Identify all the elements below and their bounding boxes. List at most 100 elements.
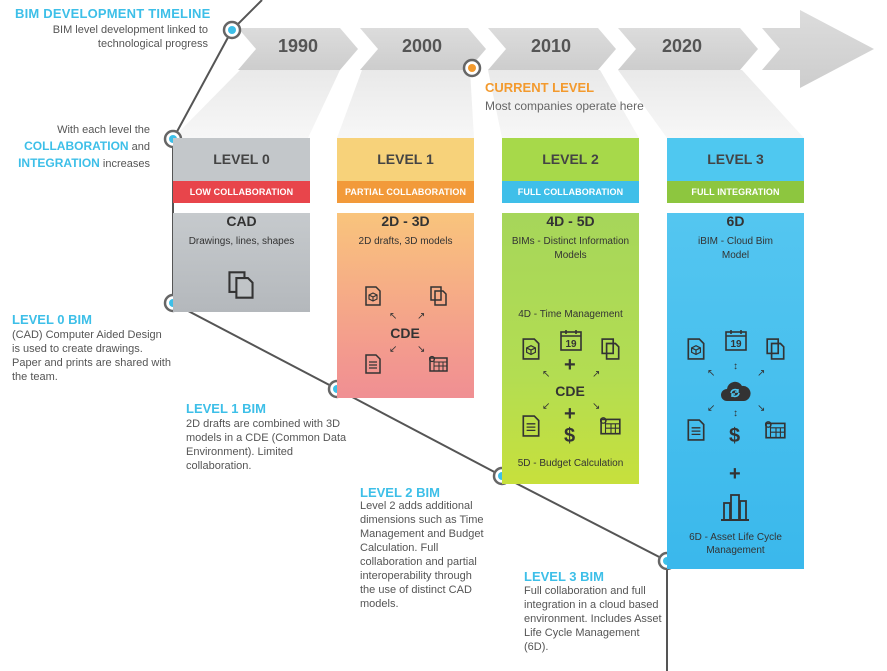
ribbon-level-3: [618, 70, 804, 138]
arrow-se-icon: ↘: [592, 401, 601, 412]
level-0-bim-text: (CAD) Computer Aided Design is used to c…: [12, 329, 171, 383]
level-2-card: LEVEL 2 FULL COLLABORATION 4D - 5D BIMs …: [502, 138, 639, 484]
dollar-icon: $: [729, 425, 741, 447]
level-1-card: LEVEL 1 PARTIAL COLLABORATION 2D - 3D 2D…: [337, 138, 474, 398]
year-2000: 2000: [401, 36, 443, 56]
level-3-card: LEVEL 3 FULL INTEGRATION 6D iBIM - Cloud…: [667, 138, 804, 569]
blueprint-icon: [600, 415, 622, 437]
arrow-head: [762, 10, 874, 88]
level-3-desc: iBIM - Cloud Bim Model: [697, 236, 773, 261]
level-1-bim-text: 2D drafts are combined with 3D models in…: [186, 418, 347, 472]
level-0-dimension: CAD: [226, 213, 257, 229]
level-2-time-label: 4D - Time Management: [518, 309, 623, 320]
documents-icon: [429, 286, 449, 306]
level-3-bim-text: Full collaboration and full integration …: [524, 585, 662, 653]
level-3-tag: FULL INTEGRATION: [667, 181, 804, 203]
calendar-day: 19: [565, 339, 577, 350]
year-2020: 2020: [661, 36, 703, 56]
chevron-1990: [238, 28, 358, 70]
plus-icon: +: [564, 403, 576, 425]
documents-icon: [600, 338, 622, 360]
collab-note-word2: INTEGRATION: [18, 156, 100, 170]
level-2-bim-title: LEVEL 2 BIM: [360, 485, 440, 500]
calendar-icon: 19: [725, 329, 747, 351]
timeline-line: [172, 0, 668, 671]
arrow-sw-icon: ↙: [542, 401, 551, 412]
level-2-dimension: 4D - 5D: [546, 213, 595, 229]
arrow-ns-icon: ↕: [733, 408, 738, 419]
document-icon: [520, 415, 542, 437]
collab-note-word1: COLLABORATION: [24, 139, 129, 153]
arrow-nw-icon: ↖: [389, 311, 398, 322]
plus-icon: +: [564, 354, 576, 376]
documents-icon: [227, 270, 255, 300]
page-subtitle: BIM level development linked to technolo…: [52, 24, 208, 50]
plus-icon: +: [729, 463, 741, 485]
level-1-cde: CDE: [390, 325, 420, 341]
chevron-2000: [360, 28, 486, 70]
level-0-tag: LOW COLLABORATION: [173, 181, 310, 203]
level-1-bim-title: LEVEL 1 BIM: [186, 401, 266, 416]
collab-note-suffix: increases: [102, 158, 150, 170]
arrow-ne-icon: ↗: [417, 311, 426, 322]
level-0-card: LEVEL 0 LOW COLLABORATION CAD Drawings, …: [173, 138, 310, 312]
cube-document-icon: [685, 338, 707, 360]
year-1990: 1990: [277, 36, 319, 56]
calendar-day: 19: [730, 339, 742, 350]
timeline-node-top: [222, 20, 242, 40]
level-1-tag: PARTIAL COLLABORATION: [337, 181, 474, 203]
ribbon-level-0: [173, 70, 340, 138]
chevron-2010: [488, 28, 616, 70]
current-level-text: Most companies operate here: [485, 99, 644, 113]
arrow-sw-icon: ↙: [707, 403, 716, 414]
current-level-node: [462, 58, 482, 78]
level-3-body: 6D iBIM - Cloud Bim Model 19 ↖ ↕ ↗ ↙ ↕ ↘…: [667, 213, 804, 569]
arrow-se-icon: ↘: [757, 403, 766, 414]
document-icon: [363, 354, 383, 374]
ribbon-level-1: [337, 70, 474, 138]
level-0-label: LEVEL 0: [173, 138, 310, 181]
document-icon: [685, 419, 707, 441]
collab-note-prefix: With each level the: [57, 124, 150, 136]
dollar-icon: $: [564, 425, 576, 447]
arrow-se-icon: ↘: [417, 344, 426, 355]
page-title: BIM DEVELOPMENT TIMELINE: [15, 6, 211, 21]
level-0-bim-title: LEVEL 0 BIM: [12, 312, 92, 327]
level-3-dimension: 6D: [726, 213, 745, 229]
level-2-body: 4D - 5D BIMs - Distinct Information Mode…: [502, 213, 639, 484]
level-1-desc: 2D drafts, 3D models: [358, 236, 453, 247]
blueprint-icon: [429, 354, 449, 374]
level-2-tag: FULL COLLABORATION: [502, 181, 639, 203]
cloud-sync-icon: [719, 379, 751, 403]
year-2010: 2010: [530, 36, 572, 56]
collaboration-note: With each level the COLLABORATION and IN…: [5, 122, 150, 172]
level-1-label: LEVEL 1: [337, 138, 474, 181]
cube-document-icon: [520, 338, 542, 360]
level-3-asset-label: 6D - Asset Life Cycle Management: [689, 532, 782, 556]
level-3-label: LEVEL 3: [667, 138, 804, 181]
collab-note-and: and: [131, 141, 150, 153]
ribbon-level-2: [488, 70, 639, 138]
documents-icon: [765, 338, 787, 360]
arrow-nw-icon: ↖: [542, 369, 551, 380]
arrow-sw-icon: ↙: [389, 344, 398, 355]
current-level-title: CURRENT LEVEL: [485, 80, 595, 95]
level-2-label: LEVEL 2: [502, 138, 639, 181]
arrow-ne-icon: ↗: [757, 368, 766, 379]
level-3-bim-title: LEVEL 3 BIM: [524, 569, 604, 584]
blueprint-icon: [765, 419, 787, 441]
building-icon: [719, 493, 751, 521]
calendar-icon: 19: [560, 329, 582, 351]
level-2-bim-text: Level 2 adds additional dimensions such …: [360, 500, 484, 610]
chevron-2020: [618, 28, 758, 70]
arrow-ns-icon: ↕: [733, 361, 738, 372]
arrow-nw-icon: ↖: [707, 368, 716, 379]
level-0-desc: Drawings, lines, shapes: [188, 236, 295, 247]
level-2-budget-label: 5D - Budget Calculation: [517, 458, 624, 469]
cube-document-icon: [363, 286, 383, 306]
level-2-desc: BIMs - Distinct Information Models: [511, 236, 630, 261]
level-0-body: CAD Drawings, lines, shapes: [173, 213, 310, 312]
arrow-ne-icon: ↗: [592, 369, 601, 380]
level-1-dimension: 2D - 3D: [381, 213, 430, 229]
